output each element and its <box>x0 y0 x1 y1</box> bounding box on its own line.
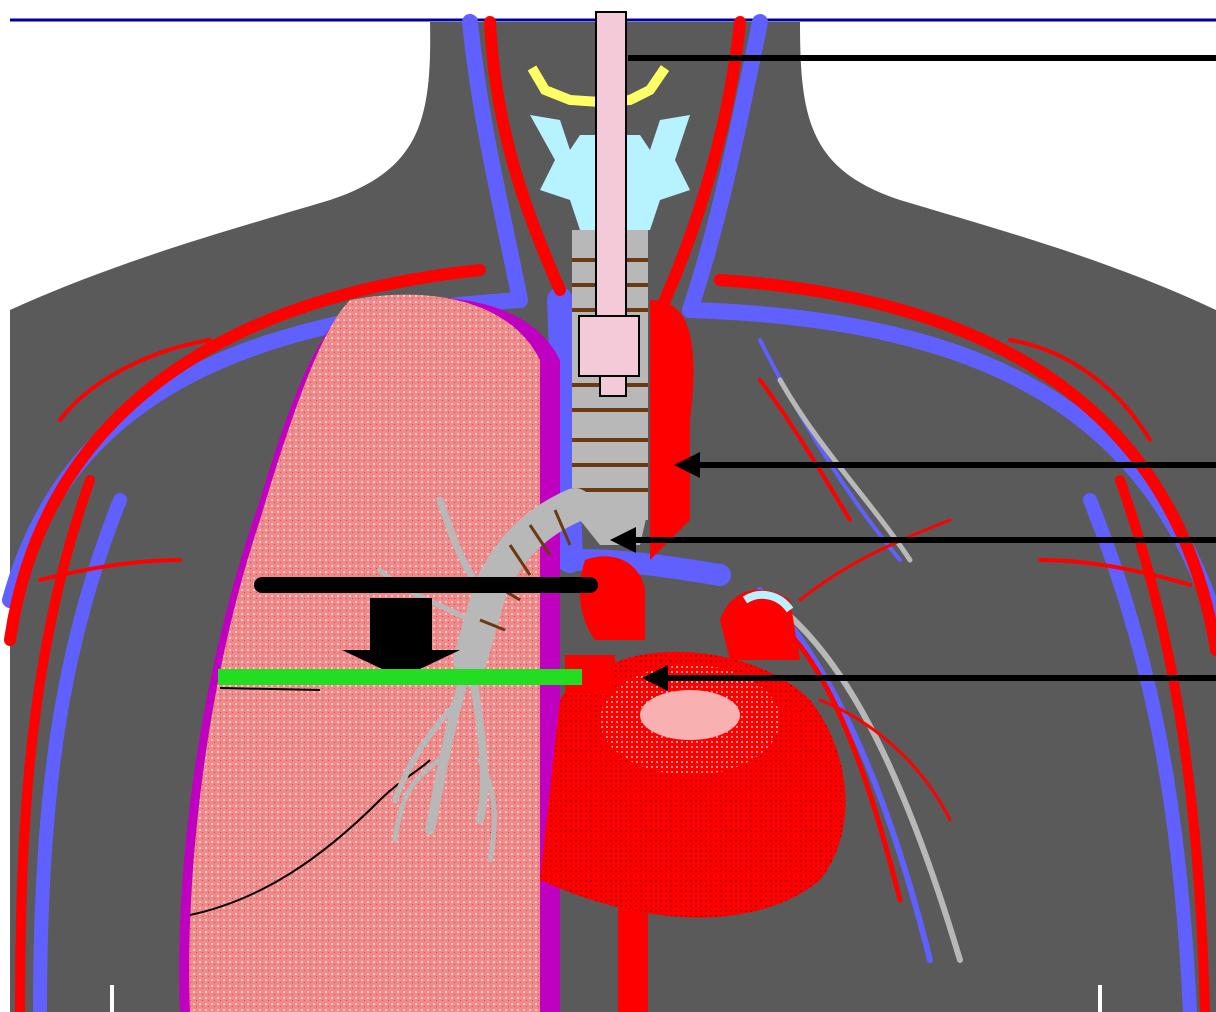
tube-tip[interactable] <box>600 376 626 396</box>
bottom-tick-right <box>1098 985 1102 1012</box>
descending-aorta <box>618 900 648 1012</box>
tube-shaft[interactable] <box>596 12 626 316</box>
heart-highlight-core <box>640 690 740 740</box>
tube-cuff[interactable] <box>579 316 639 376</box>
aorta <box>650 300 694 560</box>
bottom-tick-left <box>110 985 114 1012</box>
green-level-line <box>218 669 582 685</box>
